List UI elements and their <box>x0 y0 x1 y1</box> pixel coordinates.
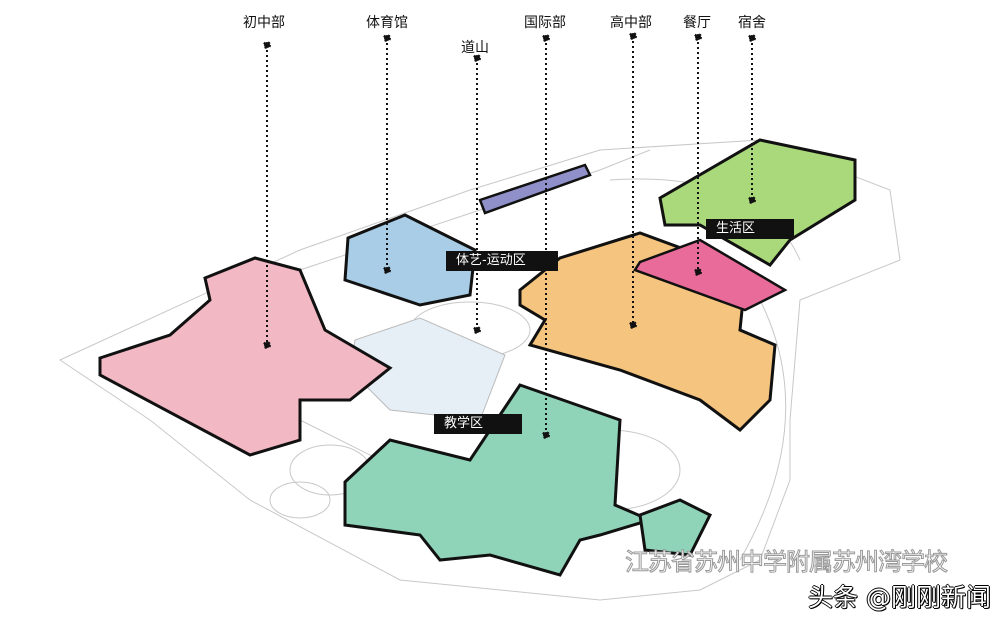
label-senior-high: 高中部 <box>610 15 652 31</box>
zone-tag-living: 生活区 <box>706 219 794 239</box>
label-international: 国际部 <box>524 15 566 31</box>
zone-tag-sports-arts: 体艺-运动区 <box>446 251 558 271</box>
building-teaching <box>343 383 655 577</box>
building-junior-high <box>98 256 393 457</box>
building-daoshan-bar <box>478 163 592 215</box>
building-gym <box>343 213 477 307</box>
watermark-school: 江苏省苏州中学附属苏州湾学校 <box>625 548 949 577</box>
watermark-source: 头条 @刚刚新闻 <box>808 583 991 612</box>
building-canteen <box>633 238 788 312</box>
building-teaching-annex <box>638 498 713 557</box>
label-canteen: 餐厅 <box>683 15 711 31</box>
building-dormitory <box>658 138 857 267</box>
zone-tag-teaching: 教学区 <box>434 414 522 434</box>
label-daoshan: 道山 <box>461 40 489 56</box>
leader-lines <box>263 32 756 439</box>
label-junior-high: 初中部 <box>243 15 285 31</box>
label-dormitory: 宿舍 <box>738 15 766 31</box>
label-gym: 体育馆 <box>366 15 408 31</box>
